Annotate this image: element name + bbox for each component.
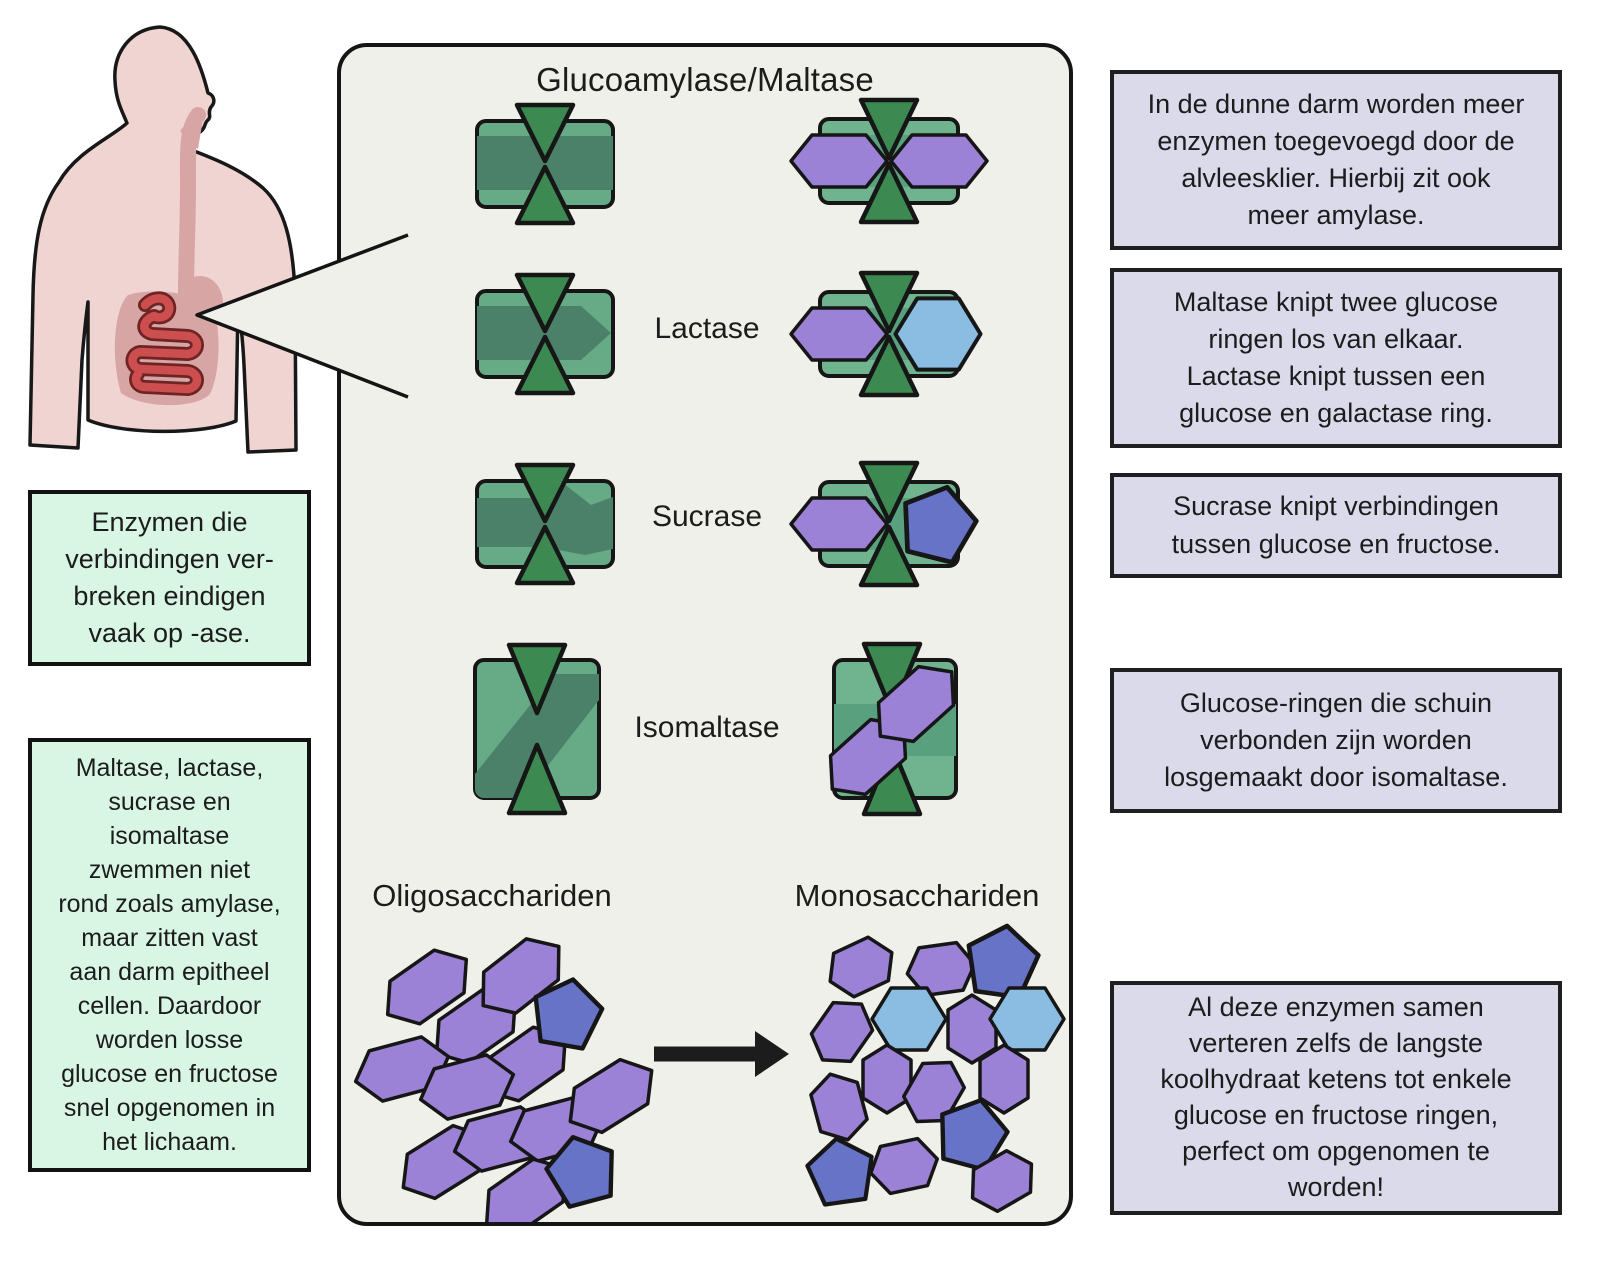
note-isomaltase-text: Glucose-ringen die schuin verbonden zijn… [1164,687,1508,793]
enzyme-panel: Glucoamylase/Maltase [337,43,1073,1226]
note-fixed-enzymes-text: Maltase, lactase, sucrase en isomaltase … [58,754,281,1156]
note-all-enzymes-text: Al deze enzymen samen verteren zelfs de … [1160,992,1512,1202]
enzyme-artwork [347,97,1066,1222]
reaction-arrow-icon [654,1031,789,1077]
note-ase-suffix-text: Enzymen die verbindingen ver- breken ein… [65,506,274,649]
lactase-substrate-icon [789,270,981,398]
lactase-enzyme-icon [475,272,615,396]
isomaltase-substrate-icon [813,641,971,817]
maltase-substrate-icon [789,97,989,225]
note-maltase-lactase: Maltase knipt twee glucose ringen los va… [1110,268,1562,448]
note-isomaltase: Glucose-ringen die schuin verbonden zijn… [1110,668,1562,813]
oligosaccharide-cluster [347,924,668,1222]
monosaccharides-label: Monosacchariden [794,878,1040,913]
speech-bubble-pointer [195,233,409,399]
lactase-label: Lactase [654,312,760,345]
isomaltase-enzyme-icon [473,642,601,816]
note-ase-suffix: Enzymen die verbindingen ver- breken ein… [28,490,311,666]
note-maltase-lactase-text: Maltase knipt twee glucose ringen los va… [1173,286,1499,429]
body-silhouette [28,25,298,454]
small-intestine-icon [125,291,204,396]
note-pancreas-amylase: In de dunne darm worden meer enzymen toe… [1110,70,1562,250]
panel-title: Glucoamylase/Maltase [536,61,874,98]
sucrase-label: Sucrase [651,500,763,533]
note-fixed-enzymes: Maltase, lactase, sucrase en isomaltase … [28,738,311,1172]
note-sucrase: Sucrase knipt verbindingen tussen glucos… [1110,473,1562,578]
sucrase-substrate-icon [789,460,983,588]
oligosaccharides-label: Oligosacchariden [372,878,612,913]
note-pancreas-amylase-text: In de dunne darm worden meer enzymen toe… [1147,88,1525,231]
maltase-enzyme-icon [475,102,615,226]
monosaccharide-cluster [801,921,1066,1221]
note-sucrase-text: Sucrase knipt verbindingen tussen glucos… [1171,491,1501,559]
note-all-enzymes: Al deze enzymen samen verteren zelfs de … [1110,981,1562,1215]
sucrase-enzyme-icon [475,462,615,586]
isomaltase-label: Isomaltase [634,711,780,744]
